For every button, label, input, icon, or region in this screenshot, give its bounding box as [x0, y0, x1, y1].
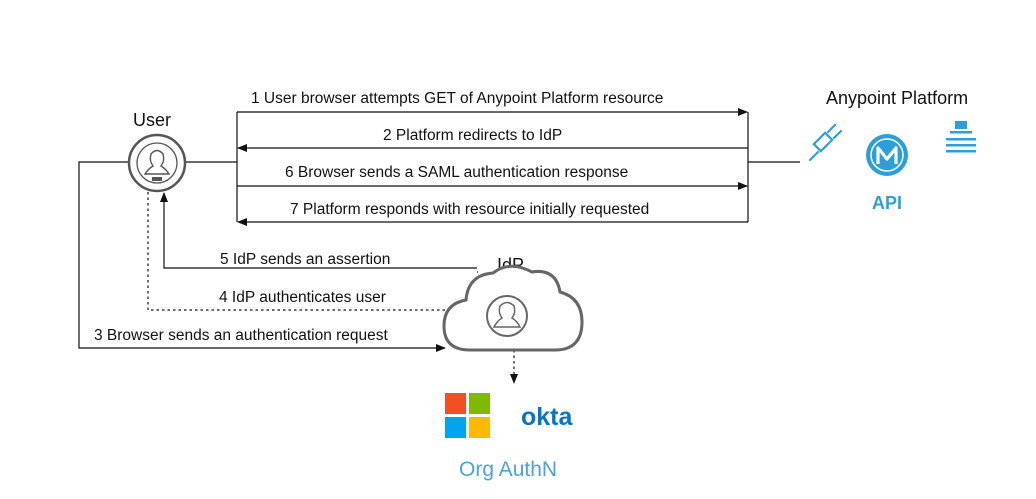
step2-label: 2 Platform redirects to IdP	[383, 127, 562, 144]
step7-label: 7 Platform responds with resource initia…	[290, 201, 649, 218]
step6-label: 6 Browser sends a SAML authentication re…	[285, 164, 628, 181]
step4-dotted-line	[147, 192, 456, 311]
step1-label: 1 User browser attempts GET of Anypoint …	[251, 90, 663, 107]
platform-trunk-line	[747, 112, 800, 222]
org-authn-label: Org AuthN	[459, 458, 557, 481]
api-label: API	[872, 193, 902, 213]
connectors	[78, 108, 800, 384]
user-trunk-line	[186, 112, 238, 222]
user-title: User	[133, 110, 171, 130]
step3-arrow	[78, 161, 446, 352]
idp-cloud-icon	[442, 264, 584, 352]
step3-label: 3 Browser sends an authentication reques…	[94, 327, 389, 344]
step5-arrow	[164, 193, 478, 273]
step5-label: 5 IdP sends an assertion	[220, 251, 390, 268]
mulesoft-logo-icon	[866, 134, 908, 176]
okta-logo-text: okta	[521, 403, 574, 431]
windows-logo-icon	[445, 393, 490, 438]
step4-label: 4 IdP authenticates user	[219, 289, 386, 306]
anypoint-title: Anypoint Platform	[826, 88, 968, 108]
server-stack-icon	[946, 121, 976, 153]
connector-plug-icon	[808, 123, 843, 162]
user-avatar-icon	[127, 133, 187, 193]
